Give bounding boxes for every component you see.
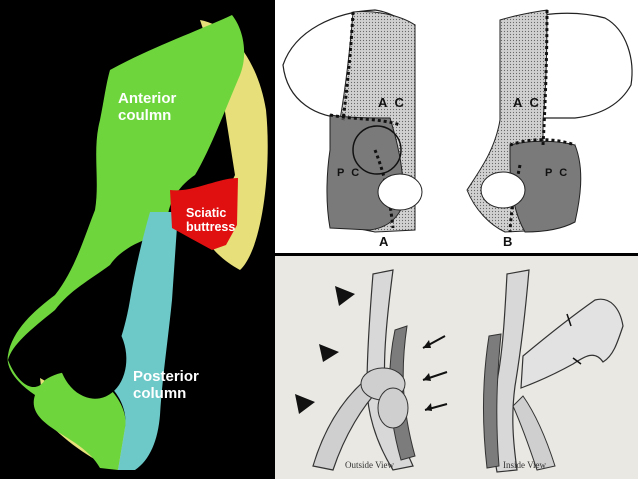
outside-view-drawing: Outside View — [295, 269, 448, 471]
drawing-b-letter: B — [503, 234, 512, 249]
drawing-b: A C P C B — [466, 9, 633, 249]
column-line-drawing-panel: A C P C A A C P C B — [275, 0, 638, 253]
column-illustrations: Outside View Inside View — [295, 269, 624, 473]
obturator-foramen — [57, 311, 127, 399]
posterior-column-label: Posterior column — [133, 368, 199, 403]
anterior-column-label: Anterior coulmn — [118, 90, 177, 125]
anterior-column-region — [7, 15, 245, 470]
column-line-drawings: A C P C A A C P C B — [282, 9, 633, 249]
drawing-a: A C P C A — [282, 9, 423, 249]
drawing-b-pc-label: P C — [545, 167, 569, 179]
posterior-column-region — [102, 212, 178, 470]
outside-view-caption: Outside View — [345, 460, 395, 470]
inside-view-drawing: Inside View — [482, 269, 624, 473]
sciatic-buttress-label: Sciatic buttress — [186, 206, 236, 235]
column-illustration-panel: Outside View Inside View — [275, 256, 638, 479]
inside-view-caption: Inside View — [503, 460, 547, 470]
drawing-a-ac-label: A C — [378, 95, 406, 110]
pelvis-color-model — [7, 15, 268, 470]
sciatic-buttress-region — [170, 178, 238, 250]
drawing-b-ac-label: A C — [513, 95, 541, 110]
bone-surface — [200, 20, 268, 270]
drawing-a-pc-label: P C — [337, 167, 361, 179]
drawing-a-letter: A — [379, 234, 389, 249]
pelvis-color-model-panel: Anterior coulmn Sciatic buttress Posteri… — [0, 0, 272, 479]
